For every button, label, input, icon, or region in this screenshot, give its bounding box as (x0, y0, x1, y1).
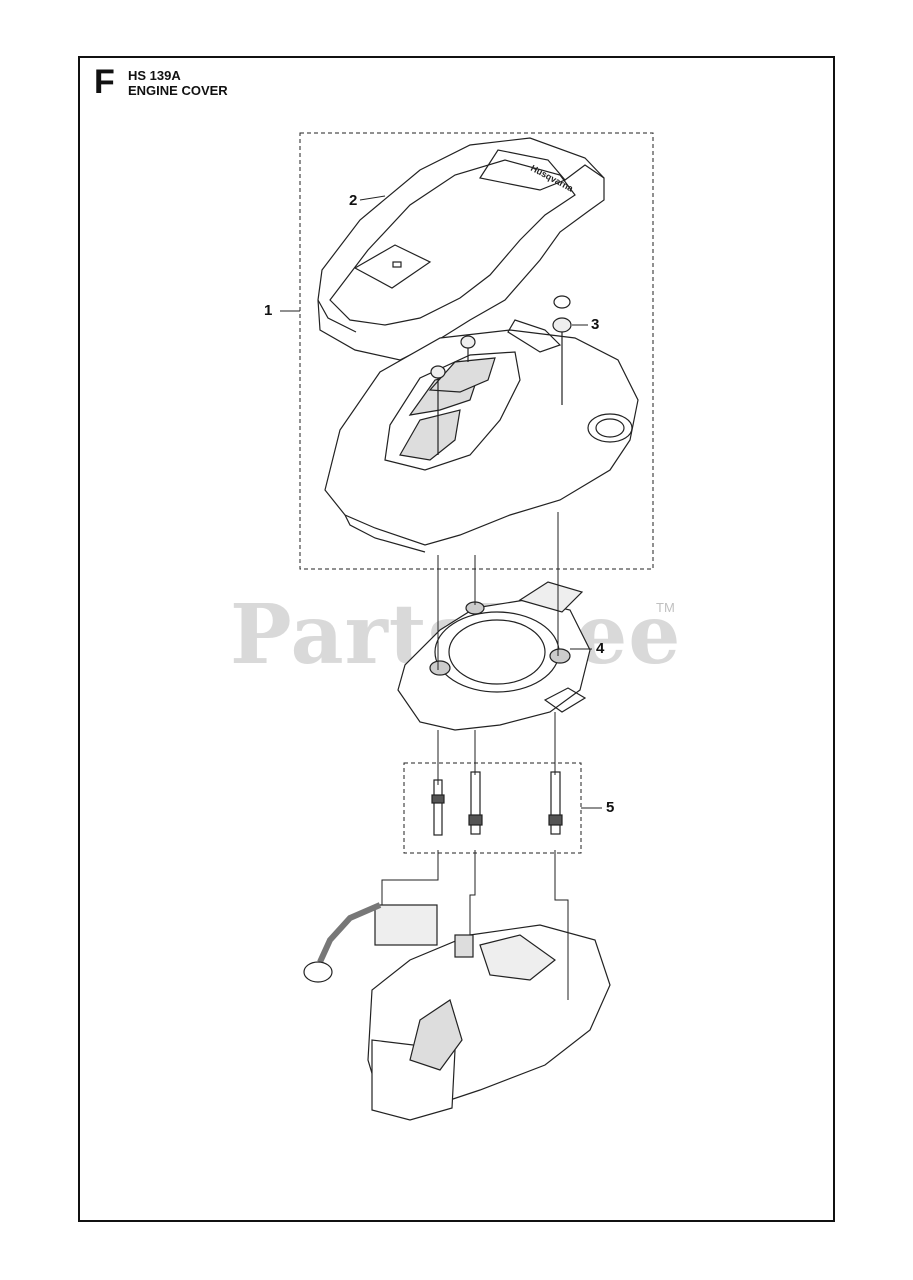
page-frame (78, 56, 835, 1222)
model-label: HS 139A (128, 68, 181, 83)
watermark-trademark: TM (656, 600, 675, 615)
callout-3: 3 (591, 316, 600, 333)
engine-cover-part-1 (324, 295, 639, 553)
callout-2: 2 (349, 192, 358, 209)
assembly-box-1 (299, 132, 654, 570)
base-plate-part-4 (397, 581, 591, 731)
assembly-leader-lines (280, 195, 602, 1000)
callout-5: 5 (606, 799, 615, 816)
section-letter: F (94, 63, 115, 101)
diagram-title: HS 139A ENGINE COVER (128, 68, 228, 98)
nut-part-3 (430, 317, 572, 455)
section-title: ENGINE COVER (128, 83, 228, 98)
engine-block (303, 902, 611, 1121)
callout-4: 4 (596, 640, 605, 657)
stud-bolts-part-5 (431, 771, 563, 836)
callout-1: 1 (264, 302, 273, 319)
